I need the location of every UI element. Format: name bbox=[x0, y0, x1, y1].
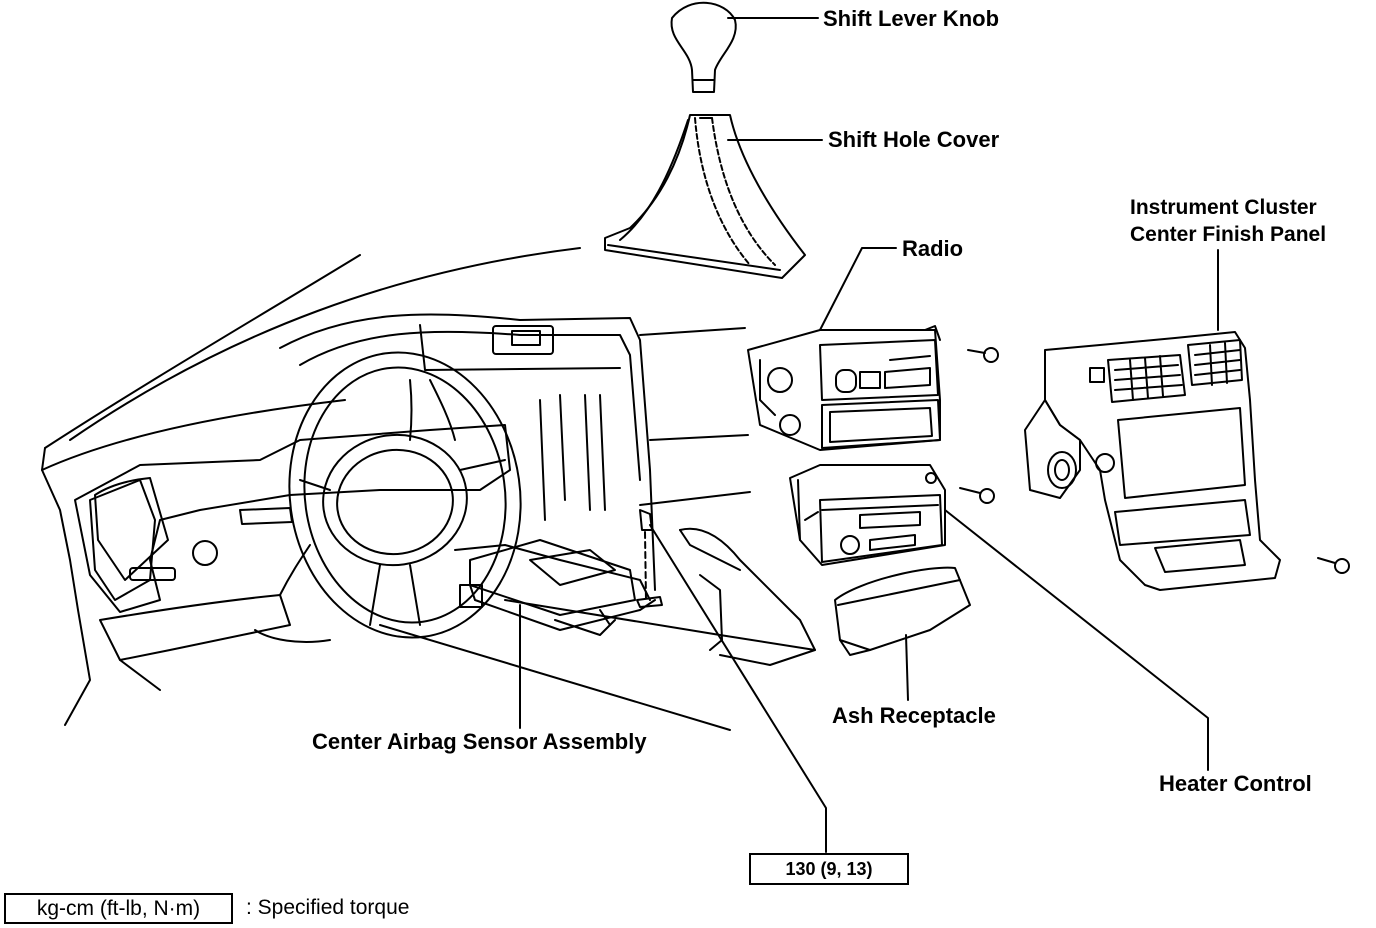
steering-wheel-drawing bbox=[271, 337, 539, 652]
radio-drawing bbox=[748, 326, 940, 450]
label-shift-hole-cover: Shift Hole Cover bbox=[828, 127, 1000, 152]
finish-panel-drawing bbox=[1025, 332, 1280, 590]
ash-receptacle-drawing bbox=[835, 568, 970, 655]
shift-hole-cover-drawing bbox=[605, 115, 805, 278]
label-radio: Radio bbox=[902, 236, 964, 261]
label-heater-control: Heater Control bbox=[1159, 771, 1312, 796]
legend-unit-box: kg-cm (ft-lb, N·m) bbox=[4, 893, 233, 924]
leader-lines bbox=[520, 18, 1218, 852]
torque-value-box: 130 (9, 13) bbox=[749, 853, 909, 885]
label-instrument-cluster-line2: Center Finish Panel bbox=[1130, 223, 1327, 246]
screws-drawing bbox=[960, 348, 1349, 573]
label-center-airbag-sensor: Center Airbag Sensor Assembly bbox=[312, 729, 647, 754]
dashboard-outline bbox=[42, 248, 815, 730]
label-shift-lever-knob: Shift Lever Knob bbox=[823, 6, 1000, 31]
shift-lever-knob-drawing bbox=[672, 3, 736, 92]
legend-description: : Specified torque bbox=[246, 896, 410, 919]
heater-control-drawing bbox=[790, 465, 945, 565]
label-instrument-cluster-line1: Instrument Cluster bbox=[1130, 196, 1317, 219]
label-ash-receptacle: Ash Receptacle bbox=[832, 703, 996, 728]
